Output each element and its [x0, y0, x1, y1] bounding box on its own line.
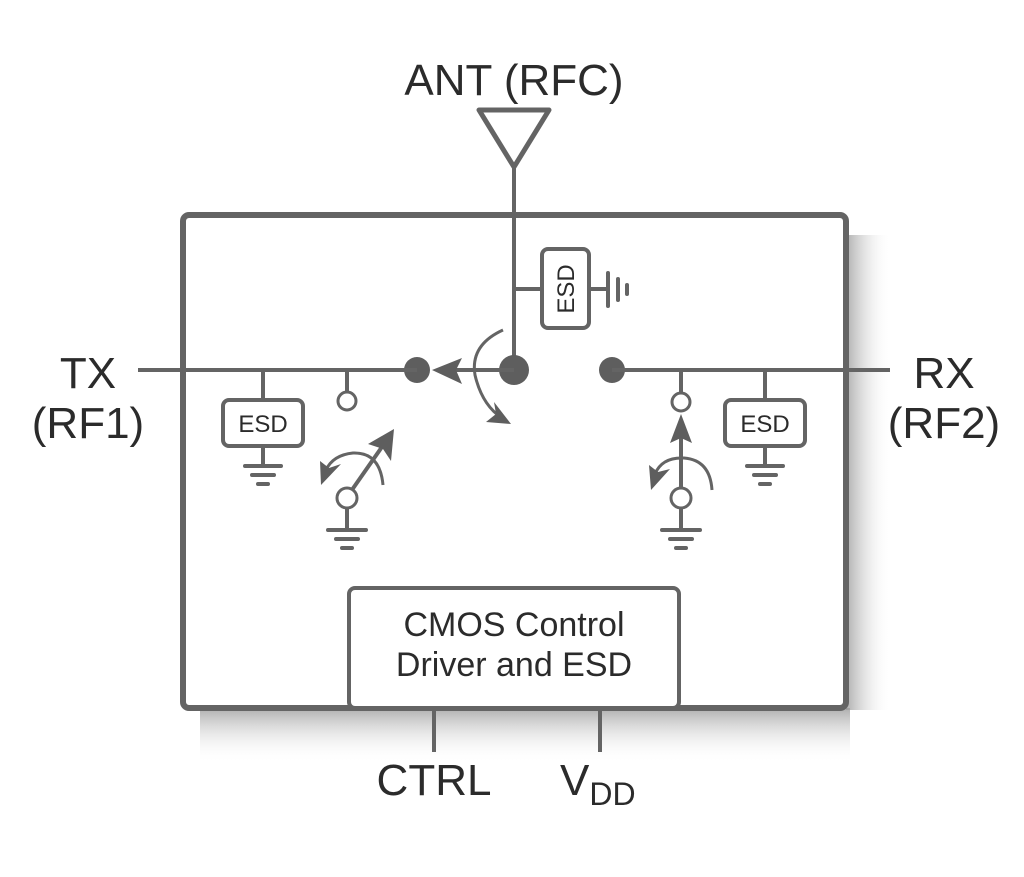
tx-port-label: (RF1) [32, 399, 144, 448]
vdd-label: VDD [560, 756, 636, 812]
vdd-label-main: V [560, 756, 590, 805]
rx-esd: ESD [723, 370, 807, 486]
cmos-control-block: CMOS Control Driver and ESD [347, 586, 681, 710]
tx-shunt-switch [320, 370, 394, 550]
ground-icon [606, 271, 629, 308]
shunt-arrow-icon [670, 414, 692, 443]
rotate-arrow-icon [320, 461, 341, 485]
rx-shunt-switch [649, 370, 714, 550]
tx-esd-label: ESD [238, 411, 287, 438]
vdd-label-subscript: DD [589, 776, 635, 812]
antenna-symbol [476, 107, 552, 370]
chip-shadow [200, 235, 891, 763]
ground-icon [243, 464, 283, 486]
control-block-line1: CMOS Control [403, 606, 624, 644]
tx-label: TX [60, 349, 116, 398]
ground-icon [326, 528, 368, 550]
antenna-esd: ESD [514, 247, 629, 330]
ground-icon [745, 464, 785, 486]
rotate-arrow-icon [486, 402, 511, 424]
antenna-esd-label: ESD [553, 264, 580, 313]
ctrl-label: CTRL [377, 756, 492, 805]
rx-label: RX [913, 349, 974, 398]
ground-icon [660, 528, 702, 550]
shunt-arrow-icon [368, 429, 394, 461]
switch-arrow-icon [432, 358, 462, 384]
rx-esd-label: ESD [740, 411, 789, 438]
rx-port-label: (RF2) [888, 399, 1000, 448]
control-block-line2: Driver and ESD [396, 646, 632, 684]
antenna-label: ANT (RFC) [404, 56, 623, 105]
tx-esd: ESD [221, 370, 305, 486]
rotate-arrow-icon [649, 465, 670, 490]
